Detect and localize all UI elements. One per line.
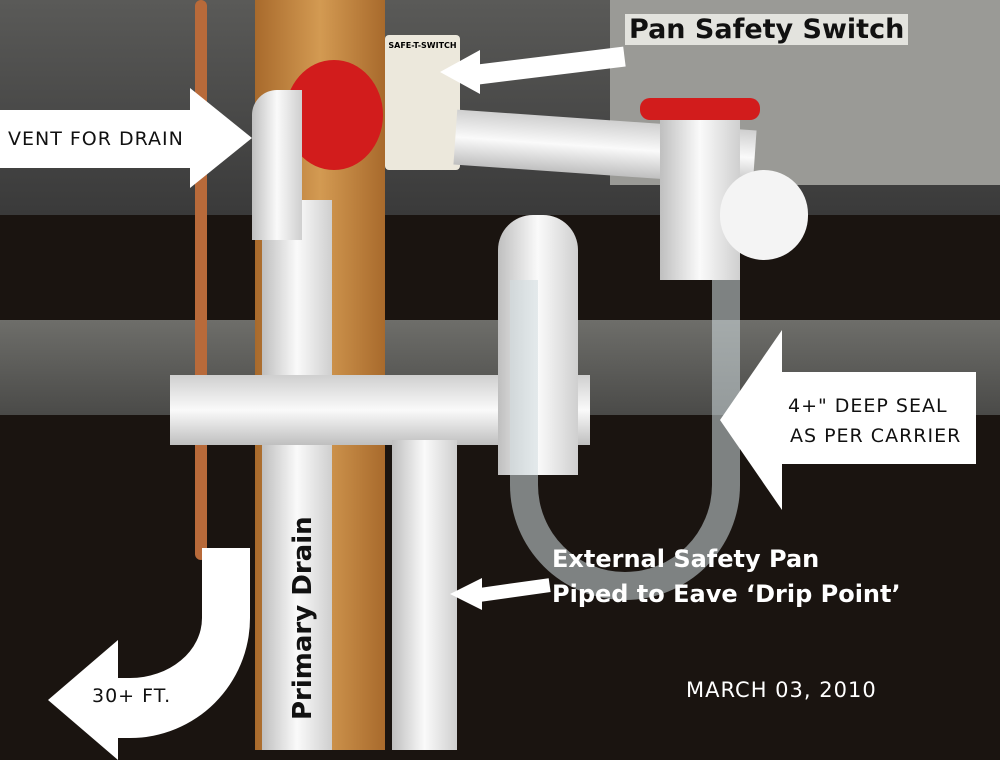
primary-drain-text: Primary Drain (288, 516, 318, 720)
pan-safety-switch-arrowhead (440, 50, 480, 94)
copper-line (195, 0, 207, 560)
external-pan-label-line1: External Safety Pan (552, 545, 820, 573)
pan-safety-switch-label: Pan Safety Switch (625, 14, 909, 45)
external-pan-arrowhead (450, 578, 482, 610)
secondary-pipe (392, 440, 457, 750)
primary-drain-pipe (262, 200, 332, 750)
distance-arrowhead (48, 640, 118, 760)
distance-label: 30+ Ft. (92, 685, 172, 707)
deep-seal-label-line2: As per Carrier (790, 425, 962, 447)
tee-cap (640, 98, 760, 120)
switch-brand: SAFE-T-SWITCH (388, 41, 457, 50)
vent-arrowhead (190, 88, 252, 188)
deep-seal-label-line1: 4+" Deep Seal (788, 395, 948, 417)
distance-arrow-curve (110, 548, 250, 738)
primary-drain-label: Primary Drain (288, 516, 318, 720)
date-stamp: March 03, 2010 (686, 678, 877, 702)
vent-label: Vent for Drain (8, 128, 184, 150)
vent-elbow (252, 90, 302, 240)
deep-seal-arrowhead (720, 330, 782, 510)
end-cap (720, 170, 808, 260)
deep-seal-arrow (780, 372, 976, 464)
vent-arrow (0, 110, 190, 168)
external-pan-arrow (479, 578, 551, 602)
external-pan-label-line2: Piped to Eave ‘Drip Point’ (552, 580, 901, 608)
